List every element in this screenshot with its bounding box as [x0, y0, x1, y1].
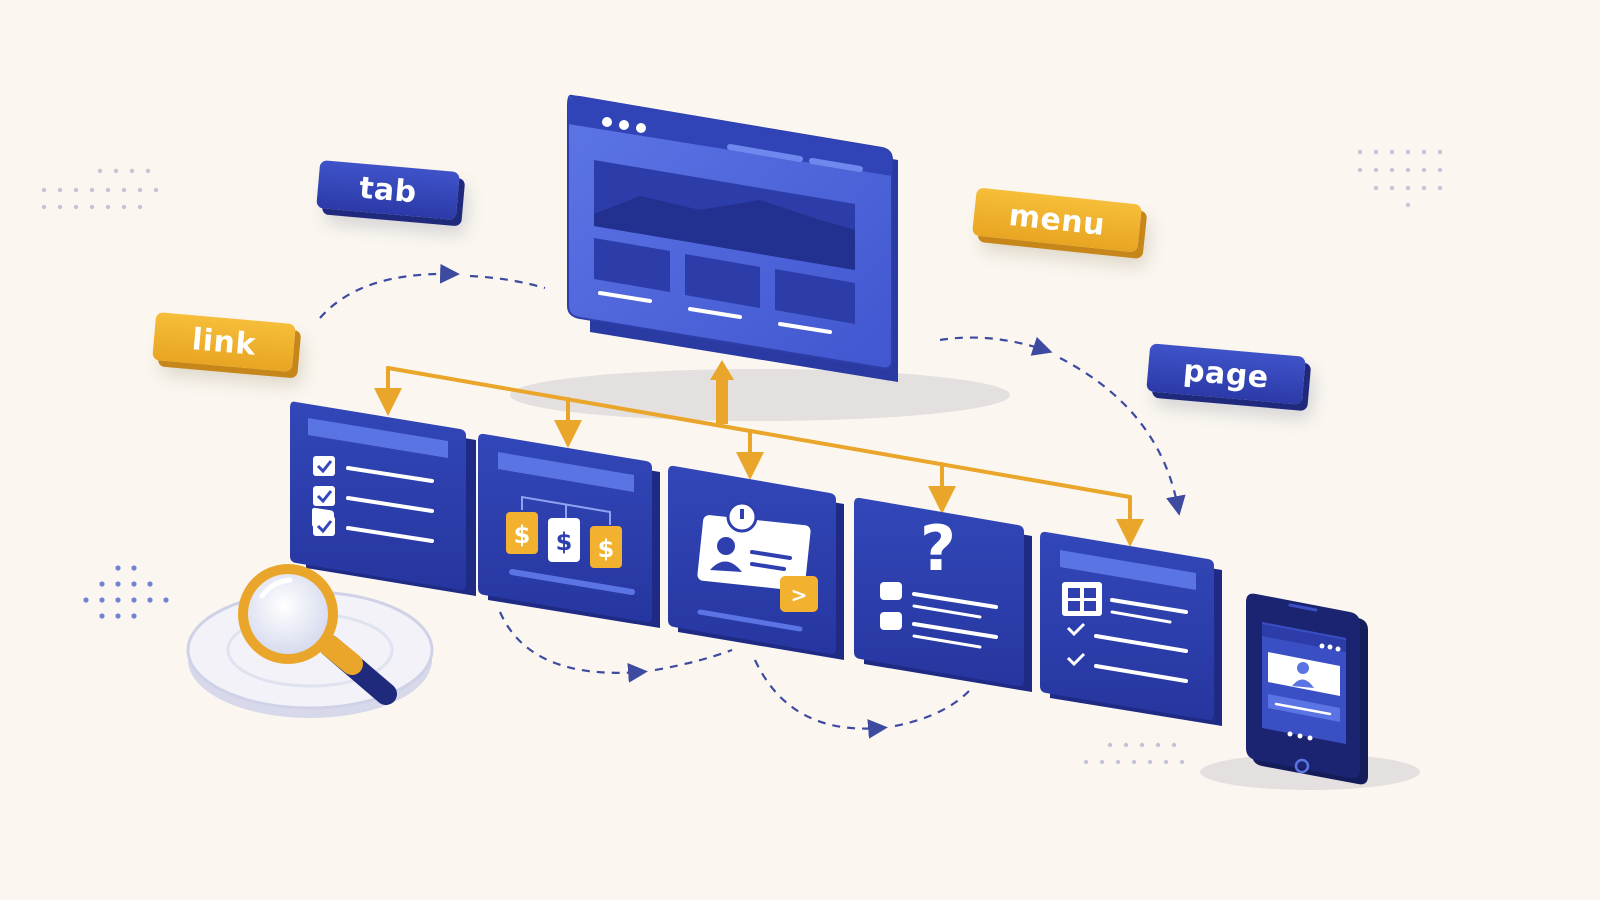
profile-card-icon: >	[668, 465, 844, 660]
pricing-page-icon: $ $ $	[478, 433, 660, 628]
dashed-arrow-top-left-tail	[469, 274, 546, 290]
browser-window-icon	[510, 94, 1010, 421]
link-tag-label: link	[190, 321, 258, 363]
page-tag-label: page	[1181, 352, 1271, 396]
magnifying-glass-icon	[186, 564, 434, 718]
decorative-dots-left	[83, 565, 169, 619]
dashed-flow-arrows	[319, 263, 1186, 739]
mobile-phone-icon	[1200, 593, 1420, 790]
dashed-arrow-bottom-2-tail	[894, 689, 971, 728]
svg-text:?: ?	[920, 512, 956, 585]
gallery-checklist-page-icon	[1040, 531, 1222, 726]
dashed-arrow-top-right	[939, 336, 1053, 356]
dashed-arrow-bottom-1	[498, 611, 648, 683]
svg-text:$: $	[556, 528, 573, 556]
tab-tag-label: tab	[357, 170, 419, 210]
decorative-dots-top-right	[1357, 149, 1443, 208]
dashed-arrow-top-left	[319, 263, 460, 319]
svg-text:>: >	[791, 583, 808, 607]
decorative-dots-bottom-right	[1083, 742, 1185, 765]
upward-arrow	[710, 360, 734, 424]
menu-tag-label: menu	[1007, 197, 1107, 243]
dashed-arrow-bottom-1-tail	[654, 648, 733, 672]
svg-text:$: $	[598, 535, 615, 563]
checklist-page-icon	[290, 401, 476, 596]
decorative-dots-top-left	[41, 168, 159, 210]
dashed-arrow-bottom-2	[754, 659, 888, 739]
svg-text:$: $	[514, 521, 531, 549]
faq-page-icon: ?	[854, 497, 1032, 692]
